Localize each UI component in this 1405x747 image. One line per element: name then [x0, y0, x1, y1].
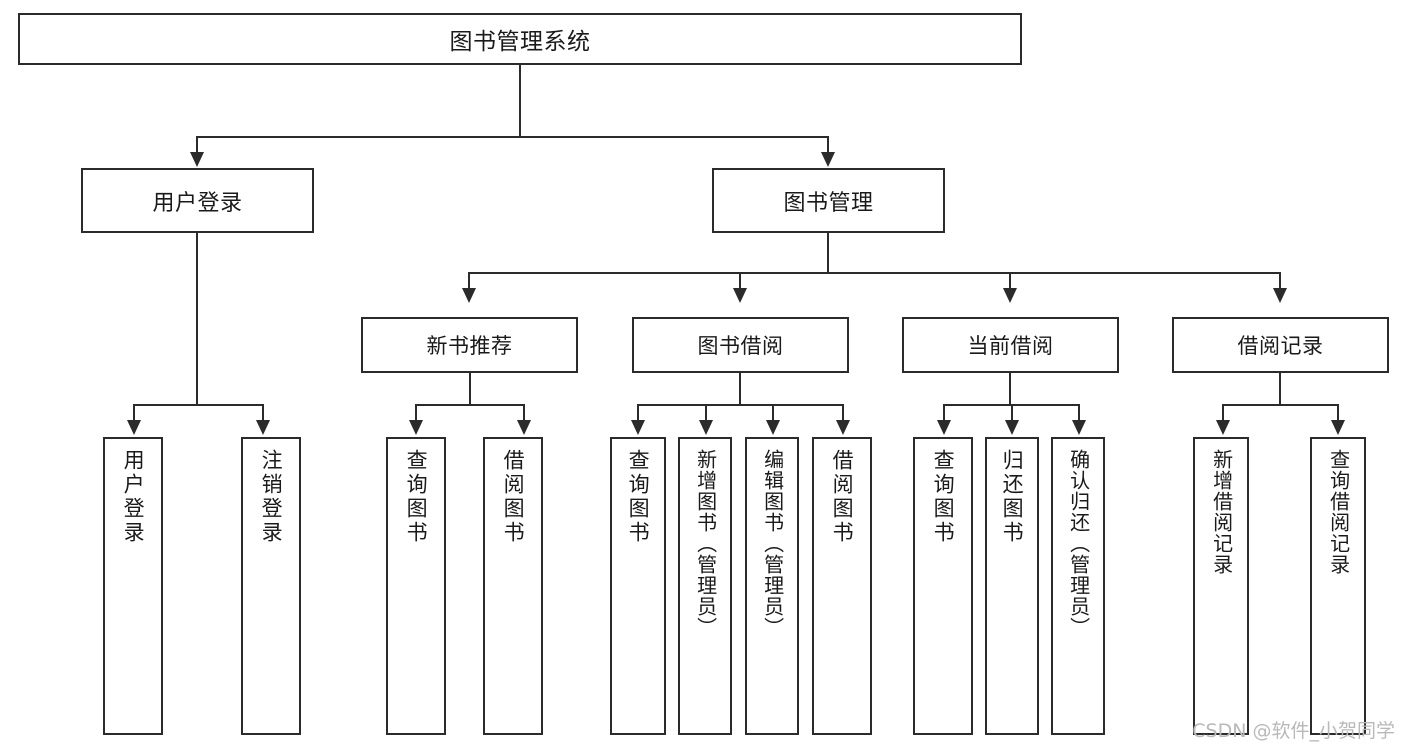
node-label: 用户登录 [121, 449, 146, 545]
leaf-logout[interactable]: 注销登录 [241, 437, 301, 735]
node-label: 归还图书 [1000, 449, 1025, 545]
leaf-borrow-book[interactable]: 借阅图书 [812, 437, 872, 735]
arrowhead-to-borrow-record [1273, 288, 1287, 303]
connector-bookmgmt-bus [468, 272, 1280, 274]
node-book-management[interactable]: 图书管理 [712, 168, 945, 233]
node-label: 查询图书 [404, 449, 429, 545]
node-label: 注销登录 [259, 449, 284, 545]
connector-borrowrecord-drop-1 [1222, 404, 1224, 422]
leaf-add-book-admin[interactable]: 新增图书（管理员） [678, 437, 732, 735]
arrowhead-leaf-7 [766, 420, 780, 435]
leaf-add-borrow-record[interactable]: 新增借阅记录 [1193, 437, 1249, 735]
connector-bookborrow-drop-4 [842, 404, 844, 422]
leaf-query-borrow-record[interactable]: 查询借阅记录 [1310, 437, 1366, 735]
connector-userlogin-bus [133, 404, 263, 406]
node-label: 确认归还（管理员） [1066, 449, 1091, 638]
connector-bookmgmt-stem [827, 233, 829, 273]
leaf-edit-book-admin[interactable]: 编辑图书（管理员） [745, 437, 799, 735]
connector-bookmgmt-drop-3 [1009, 272, 1011, 290]
node-label: 借阅图书 [501, 449, 526, 545]
arrowhead-leaf-11 [1072, 420, 1086, 435]
arrowhead-leaf-1 [127, 420, 141, 435]
node-label: 查询借阅记录 [1326, 449, 1351, 575]
node-borrow-record[interactable]: 借阅记录 [1172, 317, 1389, 373]
arrowhead-leaf-13 [1331, 420, 1345, 435]
arrowhead-to-book-borrow [733, 288, 747, 303]
node-label: 图书管理 [783, 190, 874, 216]
arrowhead-leaf-4 [517, 420, 531, 435]
node-current-borrow[interactable]: 当前借阅 [902, 317, 1119, 373]
node-book-borrow[interactable]: 图书借阅 [632, 317, 849, 373]
connector-currentborrow-stem [1009, 373, 1011, 405]
node-label: 新增借阅记录 [1209, 449, 1234, 575]
arrowhead-leaf-2 [256, 420, 270, 435]
arrowhead-to-current-borrow [1003, 288, 1017, 303]
node-label: 用户登录 [152, 190, 243, 216]
node-root-system[interactable]: 图书管理系统 [18, 13, 1022, 65]
leaf-query-book-borrow[interactable]: 查询图书 [610, 437, 666, 735]
connector-bookborrow-drop-3 [772, 404, 774, 422]
connector-bookmgmt-drop-2 [739, 272, 741, 290]
node-label: 当前借阅 [967, 334, 1054, 358]
leaf-confirm-return-admin[interactable]: 确认归还（管理员） [1051, 437, 1105, 735]
connector-newbook-bus [415, 404, 525, 406]
arrowhead-leaf-10 [1005, 420, 1019, 435]
arrowhead-leaf-9 [937, 420, 951, 435]
node-label: 图书借阅 [697, 334, 784, 358]
node-label: 查询图书 [626, 449, 651, 545]
watermark-text: CSDN @软件_小贺同学 [1192, 720, 1395, 742]
connector-borrowrecord-stem [1279, 373, 1281, 405]
node-label: 借阅图书 [830, 449, 855, 545]
connector-currentborrow-drop-3 [1078, 404, 1080, 422]
arrowhead-leaf-8 [836, 420, 850, 435]
node-label: 图书管理系统 [449, 29, 591, 55]
connector-currentborrow-drop-2 [1011, 404, 1013, 422]
arrowhead-leaf-12 [1216, 420, 1230, 435]
leaf-user-login[interactable]: 用户登录 [103, 437, 163, 735]
connector-bookborrow-drop-1 [637, 404, 639, 422]
arrowhead-leaf-5 [631, 420, 645, 435]
arrowhead-to-new-book-rec [462, 288, 476, 303]
node-label: 新增图书（管理员） [693, 449, 718, 638]
connector-userlogin-drop-1 [133, 404, 135, 422]
connector-newbook-stem [469, 373, 471, 405]
connector-root-bus [196, 136, 828, 138]
connector-bookborrow-drop-2 [705, 404, 707, 422]
node-user-login[interactable]: 用户登录 [81, 168, 314, 233]
arrowhead-leaf-3 [409, 420, 423, 435]
node-label: 借阅记录 [1237, 334, 1324, 358]
connector-root-drop-2 [827, 136, 829, 154]
leaf-borrow-book-newbook[interactable]: 借阅图书 [483, 437, 543, 735]
connector-currentborrow-drop-1 [943, 404, 945, 422]
connector-bookborrow-bus [637, 404, 843, 406]
connector-borrowrecord-bus [1222, 404, 1339, 406]
connector-bookmgmt-drop-4 [1279, 272, 1281, 290]
arrowhead-to-user-login [190, 152, 204, 167]
leaf-query-book-newbook[interactable]: 查询图书 [386, 437, 446, 735]
arrowhead-leaf-6 [699, 420, 713, 435]
leaf-return-book[interactable]: 归还图书 [985, 437, 1039, 735]
arrowhead-to-book-manage [821, 152, 835, 167]
node-label: 查询图书 [931, 449, 956, 545]
connector-userlogin-drop-2 [262, 404, 264, 422]
connector-root-stem [519, 65, 521, 137]
connector-root-drop-1 [196, 136, 198, 154]
connector-bookborrow-stem [739, 373, 741, 405]
connector-newbook-drop-2 [523, 404, 525, 422]
connector-bookmgmt-drop-1 [468, 272, 470, 290]
node-label: 新书推荐 [426, 334, 513, 358]
node-label: 编辑图书（管理员） [760, 449, 785, 638]
connector-newbook-drop-1 [415, 404, 417, 422]
connector-userlogin-stem [196, 233, 198, 405]
node-new-book-recommend[interactable]: 新书推荐 [361, 317, 578, 373]
connector-borrowrecord-drop-2 [1337, 404, 1339, 422]
leaf-query-book-current[interactable]: 查询图书 [913, 437, 973, 735]
